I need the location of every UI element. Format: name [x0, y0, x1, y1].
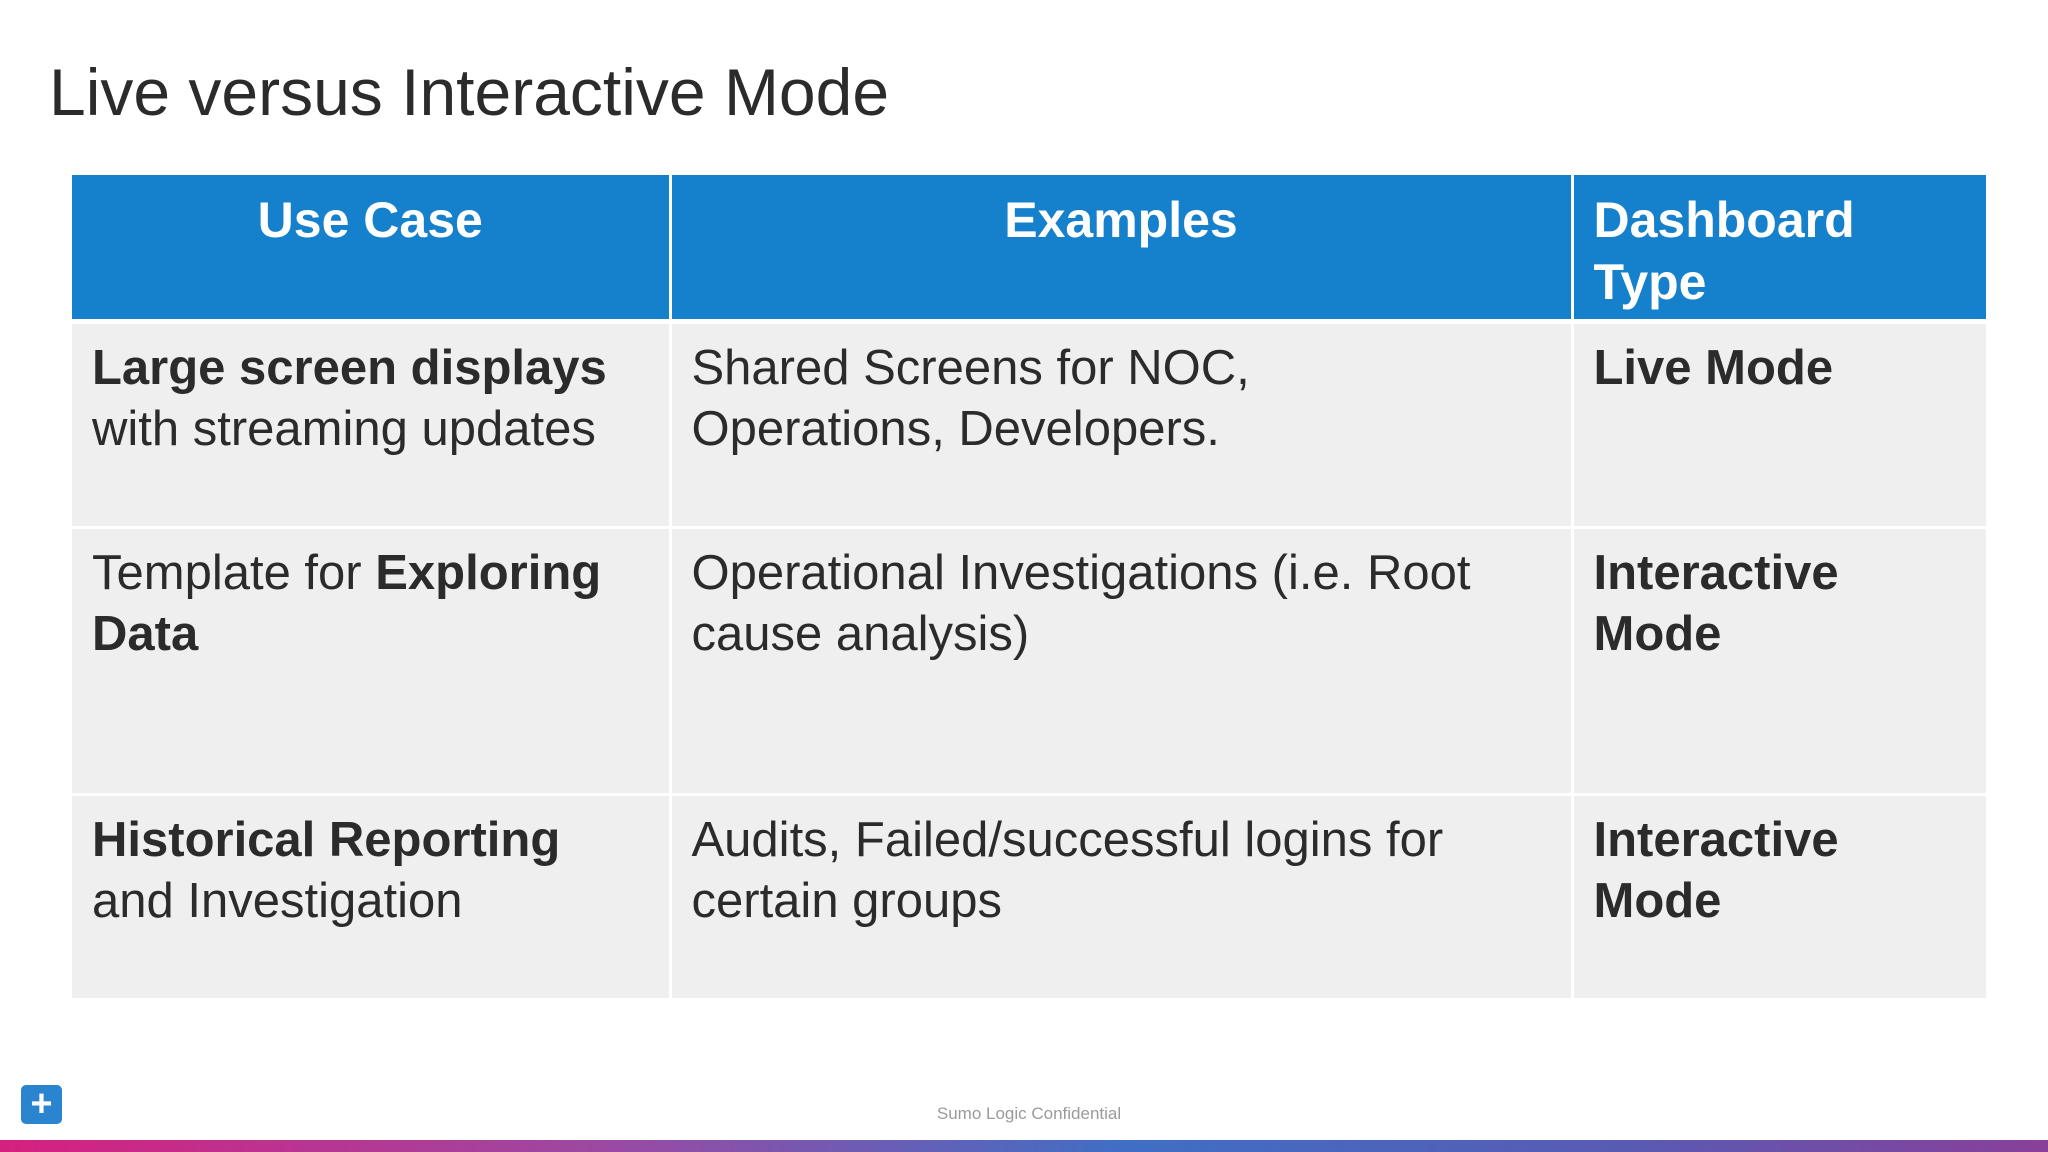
slide-title: Live versus Interactive Mode [49, 55, 890, 129]
confidential-footer: Sumo Logic Confidential [936, 1104, 1122, 1123]
cell-dashboard-type: Live Mode [1572, 321, 1986, 529]
use-case-bold-2: Data [92, 607, 199, 661]
use-case-text: Template for [92, 546, 376, 600]
type-line1: Live Mode [1593, 341, 1834, 395]
accent-gradient-bar [0, 1140, 2048, 1152]
examples-line2: Operations, Developers. [691, 402, 1220, 456]
use-case-text: with streaming updates [92, 402, 596, 456]
use-case-bold: Historical Reporting [92, 813, 561, 867]
type-line1: Interactive [1593, 546, 1839, 600]
use-case-bold: Exploring [375, 546, 602, 600]
cell-examples: Operational Investigations (i.e. Root cau… [670, 527, 1574, 796]
header-examples: Examples [670, 175, 1574, 324]
examples-line2: cause analysis) [691, 607, 1030, 661]
examples-line2: certain groups [691, 874, 1003, 928]
examples-line1: Shared Screens for NOC, [691, 341, 1250, 395]
examples-line1: Audits, Failed/successful logins for [691, 813, 1444, 867]
plus-icon: + [30, 1083, 53, 1125]
cell-examples: Shared Screens for NOC, Operations, Devel… [670, 321, 1574, 529]
header-dashboard-type-line1: Dashboard [1593, 192, 1855, 248]
cell-use-case: Historical Reporting and Investigation [72, 794, 672, 1001]
type-line2: Mode [1593, 874, 1722, 928]
cell-examples: Audits, Failed/successful logins for cert… [670, 794, 1574, 1001]
cell-use-case: Large screen displays with streaming upda… [72, 321, 672, 529]
type-line2: Mode [1593, 607, 1722, 661]
use-case-text: and Investigation [92, 874, 463, 928]
use-case-bold: Large screen displays [92, 341, 607, 395]
header-dashboard-type-line2: Type [1593, 254, 1707, 310]
examples-line1: Operational Investigations (i.e. Root [691, 546, 1471, 600]
header-use-case: Use Case [72, 175, 672, 324]
add-plus-button[interactable]: + [21, 1085, 62, 1124]
type-line1: Interactive [1593, 813, 1839, 867]
table-row: Historical Reporting and Investigation Au… [72, 794, 1986, 1001]
table-row: Large screen displays with streaming upda… [72, 321, 1986, 529]
